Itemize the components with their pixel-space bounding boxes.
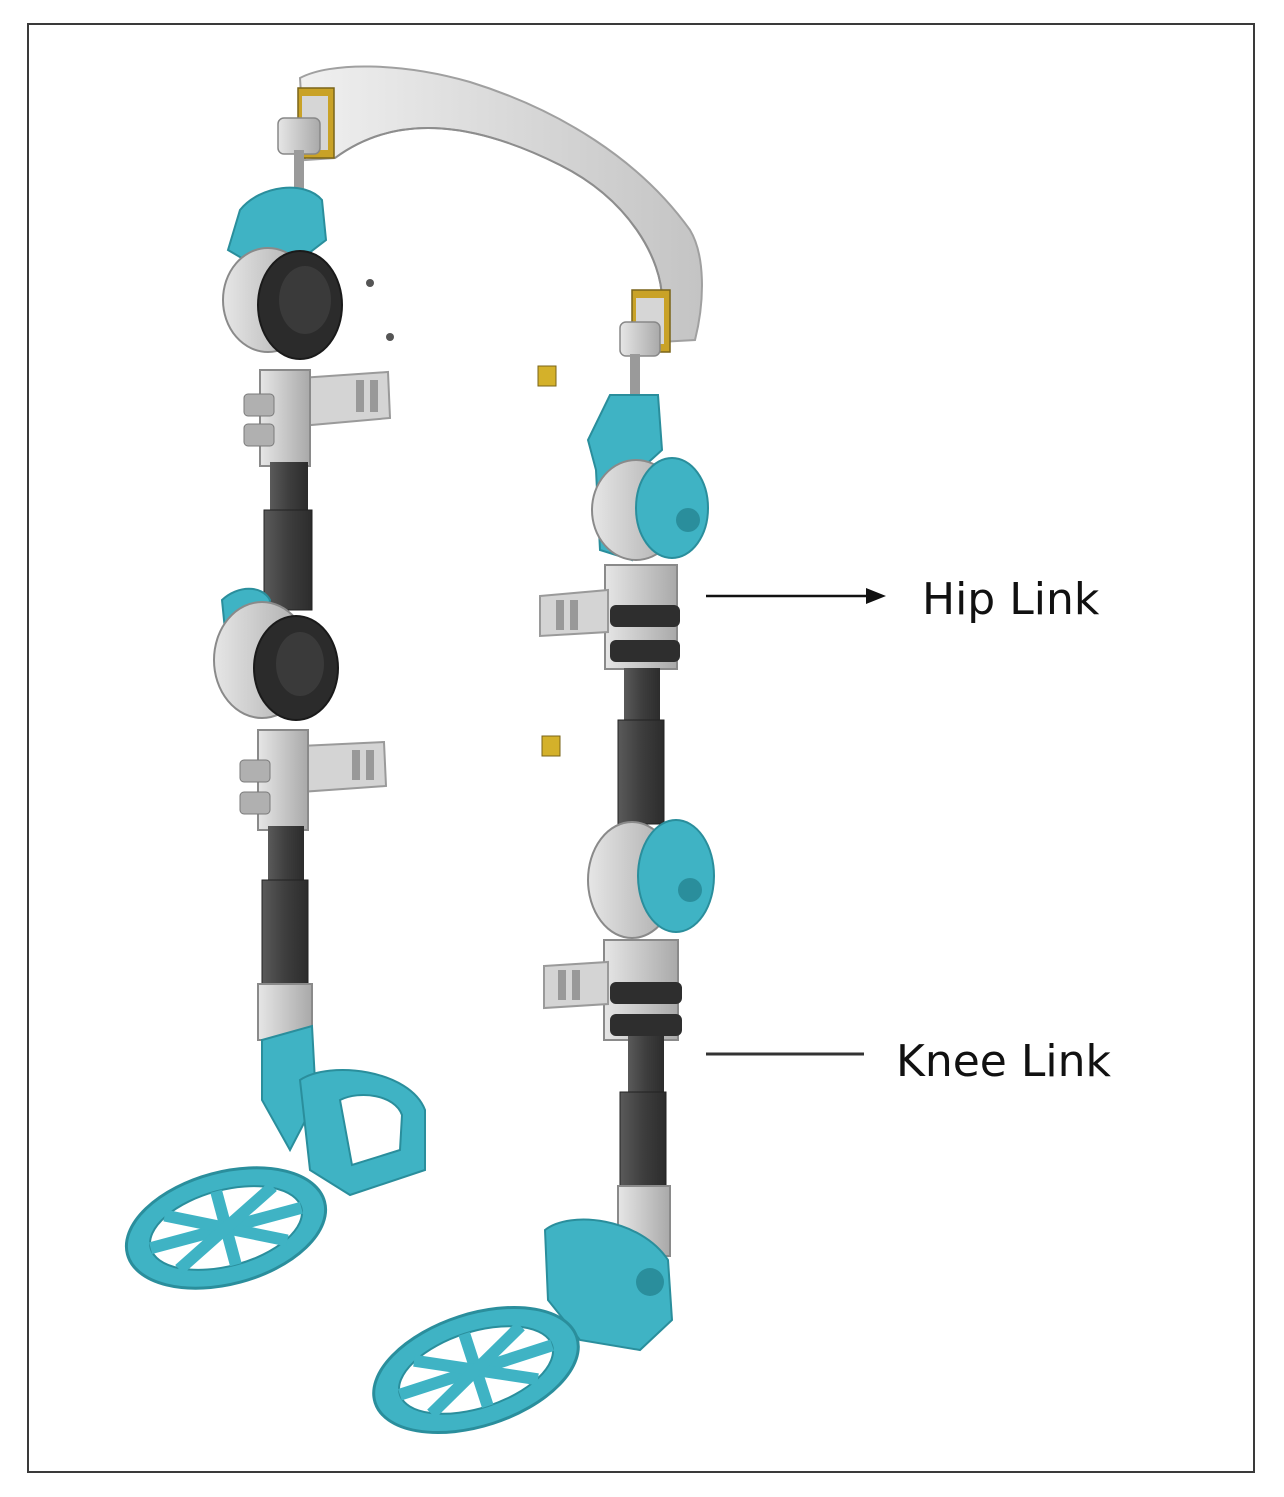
figure-frame (27, 23, 1255, 1473)
left-leg (124, 117, 426, 1290)
hip-link-label: Hip Link (922, 574, 1100, 625)
pelvic-bar (297, 65, 703, 353)
right-leg (372, 321, 715, 1435)
knee-link-label: Knee Link (896, 1036, 1111, 1087)
fastener-markers (366, 279, 561, 757)
hip-link-arrow (706, 588, 886, 604)
